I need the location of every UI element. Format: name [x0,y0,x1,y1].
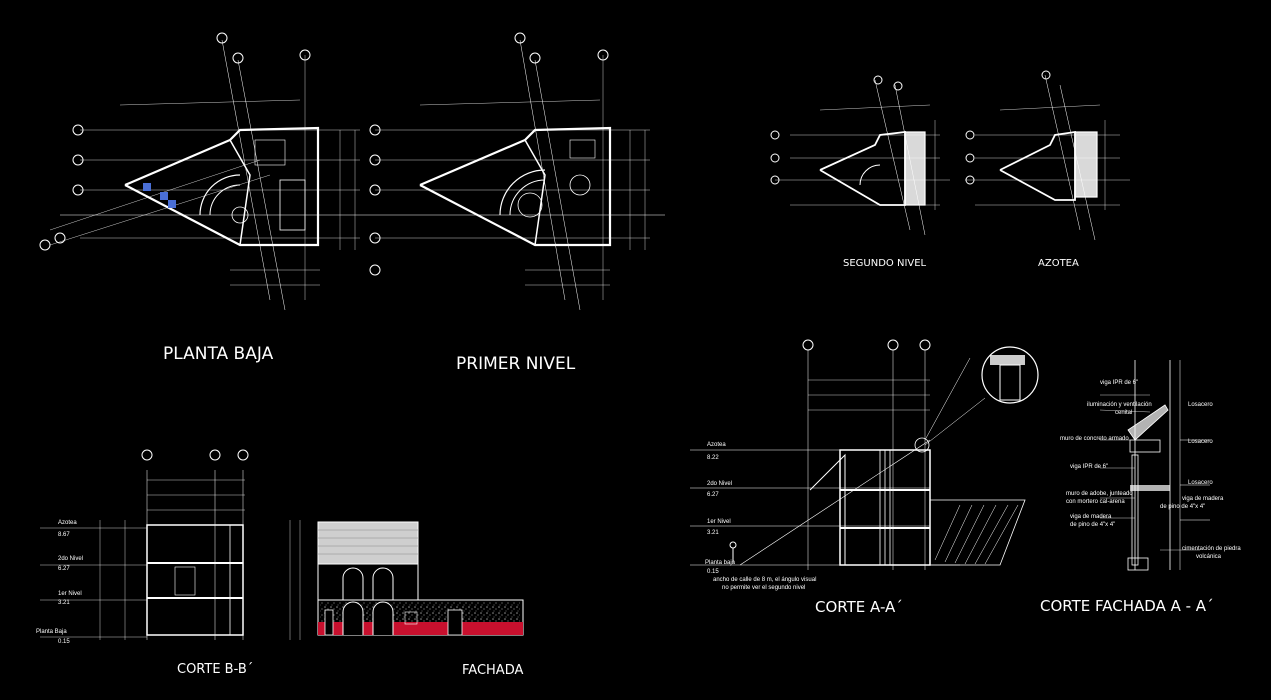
corte-aa-drawing [690,339,1039,570]
note-viga-ipr-2: viga IPR de 6" [1070,464,1109,470]
note-viga-madera-2: de pino de 4"x 4" [1160,504,1206,510]
azotea-drawing [965,70,1130,241]
title-segundo-nivel: SEGUNDO NIVEL [843,258,927,269]
note-calle-2: no permite ver el segundo nivel [722,585,806,591]
note-muro-adobe-1: muro de adobe, junteado [1066,491,1133,497]
note-losacero-3: Losacero [1188,480,1213,486]
level-value-primero: 3.21 [58,600,70,606]
segundo-nivel-drawing [770,75,950,236]
note-cimentacion-2: volcánica [1196,554,1222,560]
level-value-azotea: 8.67 [58,532,70,538]
corte-fachada-drawing [1099,360,1210,571]
note-viga-ipr: viga IPR de 6" [1100,380,1139,386]
note-calle-1: ancho de calle de 8 m, el ángulo visual [713,577,817,583]
note-muro-adobe-2: con mortero cal-arena [1066,499,1125,505]
level-label-primero: 1er Nivel [58,591,82,597]
title-primer-nivel: PRIMER NIVEL [456,354,576,374]
title-corte-fachada: CORTE FACHADA A - A´ [1040,597,1214,615]
note-iluminacion-1: iluminación y ventilación [1087,402,1152,408]
note-viga-madera-3: viga de madera [1070,514,1112,520]
note-muro-concreto: muro de concreto armado [1060,436,1129,442]
aa-level-label-segundo: 2do Nivel [707,481,733,487]
title-corte-aa: CORTE A-A´ [815,598,903,616]
note-losacero-1: Losacero [1188,402,1213,408]
aa-level-label-azotea: Azotea [707,442,726,448]
note-viga-madera-4: de pino de 4"x 4" [1070,522,1116,528]
planta-baja-drawing [39,32,370,311]
aa-level-value-azotea: 8.22 [707,455,719,461]
level-value-planta-baja: 0.15 [58,639,70,645]
aa-level-value-primero: 3.21 [707,530,719,536]
primer-nivel-drawing [369,32,665,311]
aa-level-label-pb: Planta baja [705,560,736,566]
level-label-planta-baja: Planta Baja [36,629,67,635]
title-azotea: AZOTEA [1038,258,1079,269]
fachada-drawing [289,520,524,640]
aa-level-value-segundo: 6.27 [707,492,719,498]
aa-level-value-pb: 0.15 [707,569,719,575]
note-viga-madera-1: viga de madera [1182,496,1224,502]
note-cimentacion-1: cimentación de piedra [1182,546,1241,552]
level-label-segundo: 2do Nivel [58,556,84,562]
aa-level-label-primero: 1er Nivel [707,519,731,525]
title-planta-baja: PLANTA BAJA [163,344,274,364]
title-corte-bb: CORTE B-B´ [177,662,254,677]
title-fachada: FACHADA [462,663,524,678]
note-losacero-2: Losacero [1188,439,1213,445]
level-label-azotea: Azotea [58,520,77,526]
note-iluminacion-2: cenital [1115,410,1133,416]
corte-bb-drawing [40,449,249,640]
level-value-segundo: 6.27 [58,566,70,572]
